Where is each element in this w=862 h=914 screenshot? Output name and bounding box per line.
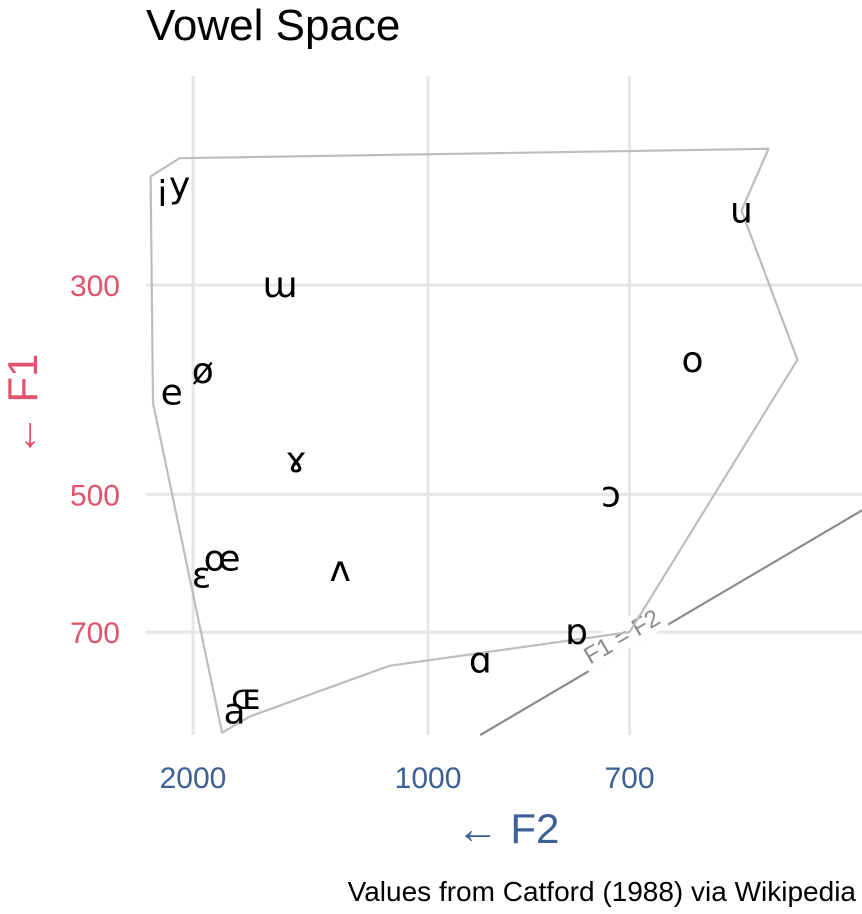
vowel-point: ɑ: [469, 640, 492, 681]
vowel-point: ɤ: [285, 440, 306, 481]
y-gridlines: [146, 283, 862, 634]
vowel-point: y: [169, 165, 190, 206]
vowel-point: ɛ: [192, 556, 211, 597]
vowel-point: ɯ: [262, 265, 297, 306]
x-axis-ticks: 2000 1000 700: [160, 762, 655, 795]
vowel-point: ɔ: [601, 474, 621, 515]
vowel-point: i: [157, 174, 167, 215]
x-axis-label: ← F2: [457, 805, 560, 852]
y-tick-label: 300: [70, 270, 120, 303]
chart-title: Vowel Space: [146, 1, 400, 50]
y-axis-ticks: 300 500 700: [70, 270, 120, 650]
y-tick-label: 700: [70, 617, 120, 650]
vowel-hull-polygon: [149, 147, 799, 734]
vowel-point: a: [223, 692, 245, 733]
vowel-point: u: [730, 191, 753, 232]
vowel-hull: [149, 147, 799, 734]
vowel-point: ɶ: [231, 677, 262, 718]
reference-label-background: [575, 601, 669, 673]
vowel-point: ʌ: [329, 549, 350, 590]
vowel-point: œ: [204, 539, 241, 580]
vowel-point: ɒ: [565, 612, 588, 653]
x-gridlines: [191, 76, 632, 735]
y-tick-label: 500: [70, 479, 120, 512]
y-axis-label: ← F1: [0, 354, 46, 457]
reference-line: F1 = F2: [479, 509, 862, 736]
chart-caption: Values from Catford (1988) via Wikipedia: [348, 876, 857, 907]
x-tick-label: 1000: [395, 762, 462, 795]
f1-equals-f2-line: [479, 509, 862, 736]
vowel-point: o: [681, 340, 703, 381]
vowel-point: ø: [192, 351, 214, 392]
x-tick-label: 2000: [160, 762, 227, 795]
vowel-point: e: [161, 373, 183, 414]
x-tick-label: 700: [605, 762, 655, 795]
